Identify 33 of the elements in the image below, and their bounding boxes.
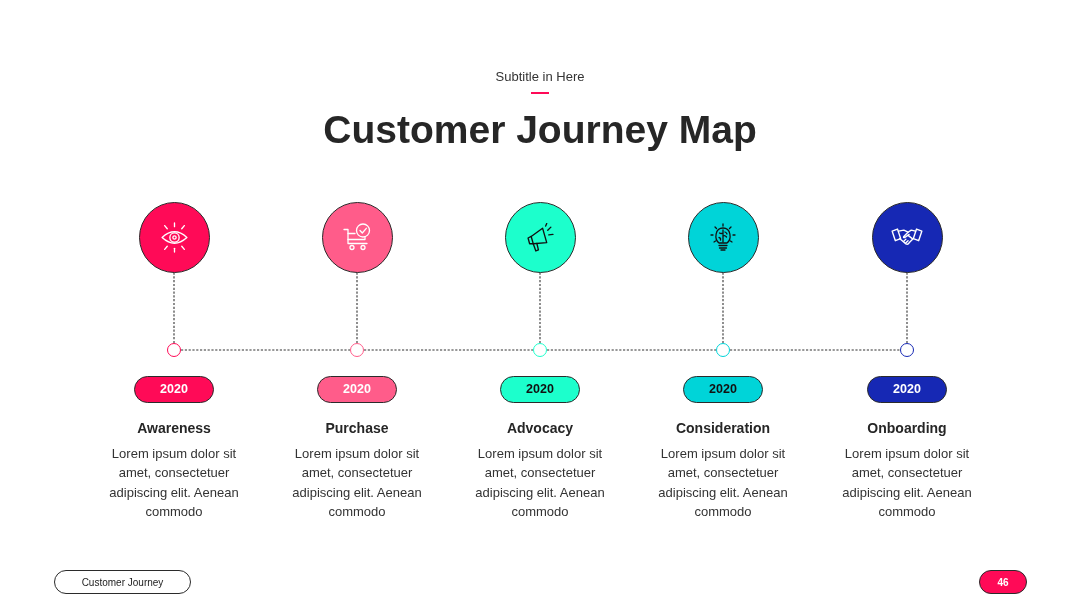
stage-description: Lorem ipsum dolor sit amet, consectetuer adipiscing elit. Aenean commodo [291,445,423,522]
stage-description: Lorem ipsum dolor sit amet, consectetuer adipiscing elit. Aenean commodo [841,445,973,522]
stage-description: Lorem ipsum dolor sit amet, consectetuer adipiscing elit. Aenean commodo [657,445,789,522]
timeline-dot [350,343,364,357]
stage-description: Lorem ipsum dolor sit amet, consectetuer adipiscing elit. Aenean commodo [108,445,240,522]
subtitle-text: Subtitle in Here [495,69,585,85]
year-pill: 2020 [317,375,397,403]
timeline-dot [716,343,730,357]
connector-line [539,271,541,344]
connector-line [173,271,175,344]
timeline-dot [900,343,914,357]
timeline-line [729,349,901,351]
timeline-dot [167,343,181,357]
slide-title: Customer Journey Map [323,107,757,153]
year-pill: 2020 [500,375,580,403]
year-pill: 2020 [683,375,763,403]
stage-description: Lorem ipsum dolor sit amet, consectetuer adipiscing elit. Aenean commodo [474,445,606,522]
page-number: 46 [979,570,1027,594]
year-pill: 2020 [134,375,214,403]
section-tag: Customer Journey [54,570,191,594]
year-pill: 2020 [867,375,947,403]
stage-title: Purchase [325,419,389,437]
timeline-line [180,349,351,351]
stage-title: Awareness [137,419,211,437]
stage-title: Advocacy [506,419,574,437]
stage-title: Consideration [675,419,771,437]
stage-title: Onboarding [867,419,947,437]
connector-line [906,271,908,344]
timeline-line [363,349,534,351]
timeline-line [546,349,717,351]
connector-line [356,271,358,344]
timeline-dot [533,343,547,357]
connector-line [722,271,724,344]
